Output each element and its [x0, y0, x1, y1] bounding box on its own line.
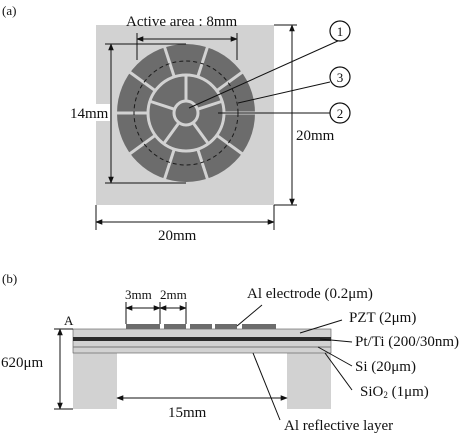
inner-segment-divider	[191, 121, 210, 145]
sio2-label: SiO2 (1μm)	[360, 384, 429, 400]
electrode-pad-4	[215, 324, 237, 329]
callout-1-number: 1	[337, 24, 344, 39]
al-electrode-label: Al electrode (0.2μm)	[247, 286, 373, 302]
callout-3-number: 3	[337, 70, 344, 85]
span-label: 15mm	[168, 405, 207, 421]
si-leader	[317, 346, 353, 367]
sio2-subscript: 2	[383, 390, 388, 400]
al-electrode-leader	[236, 304, 263, 327]
inner-segment-divider	[196, 99, 223, 111]
point-a-label: A	[64, 313, 74, 328]
callout-3-circle	[329, 66, 351, 88]
outer-segment-divider	[215, 134, 244, 156]
electrode-pad-2	[164, 324, 186, 329]
electrode-pad-1	[126, 324, 160, 329]
sio2-thickness: (1μm)	[388, 384, 429, 400]
outer-segment-divider	[128, 134, 157, 156]
callout-3: 3	[237, 66, 351, 104]
sio2-main: SiO	[360, 384, 384, 400]
outer-segment-divider	[196, 45, 210, 78]
bottom-dim-label: 20mm	[158, 228, 197, 244]
pt-ti-layer	[73, 337, 331, 341]
thickness-label: 620μm	[1, 355, 44, 371]
pzt-label: PZT (2μm)	[349, 310, 416, 326]
outer-segment-divider	[215, 70, 244, 92]
callout-1-circle	[329, 20, 351, 42]
active-area-label: Active area : 8mm	[126, 14, 238, 30]
inner-segment-divider	[162, 121, 181, 145]
left-support	[73, 353, 117, 409]
inner-segment-divider	[149, 99, 176, 111]
right-support	[287, 353, 331, 409]
si-label: Si (20μm)	[355, 359, 416, 375]
pt-ti-leader	[319, 338, 353, 343]
callout-1-leader	[188, 39, 341, 109]
gap-2-label: 2mm	[160, 287, 187, 302]
electrode-pad-3	[190, 324, 212, 329]
outer-segment-divider	[128, 70, 157, 92]
height-label-bg	[68, 104, 110, 121]
outer-segment-divider	[196, 148, 210, 181]
gap-3-label: 3mm	[125, 287, 152, 302]
electrode-pad-5	[242, 324, 276, 329]
outer-segment-divider	[162, 148, 176, 181]
callout-1: 1	[188, 20, 351, 109]
callout-2-number: 2	[337, 106, 344, 121]
height-dim-label: 14mm	[70, 106, 109, 122]
callout-2: 2	[218, 102, 351, 124]
thickness-label-bg	[0, 353, 52, 370]
callout-2-circle	[329, 102, 351, 124]
outer-segment-divider	[162, 45, 176, 78]
panel-b-label: (b)	[2, 271, 17, 286]
pt-ti-label: Pt/Ti (200/30nm)	[355, 334, 459, 350]
callout-3-leader	[237, 81, 331, 104]
panel-a-label: (a)	[2, 3, 16, 18]
al-reflective-leader	[252, 352, 281, 421]
al-reflective-label: Al reflective layer	[284, 418, 393, 434]
side-dim-label: 20mm	[296, 128, 335, 144]
pzt-leader	[299, 319, 343, 334]
center-electrode	[172, 99, 200, 127]
sio2-leader	[324, 352, 353, 391]
